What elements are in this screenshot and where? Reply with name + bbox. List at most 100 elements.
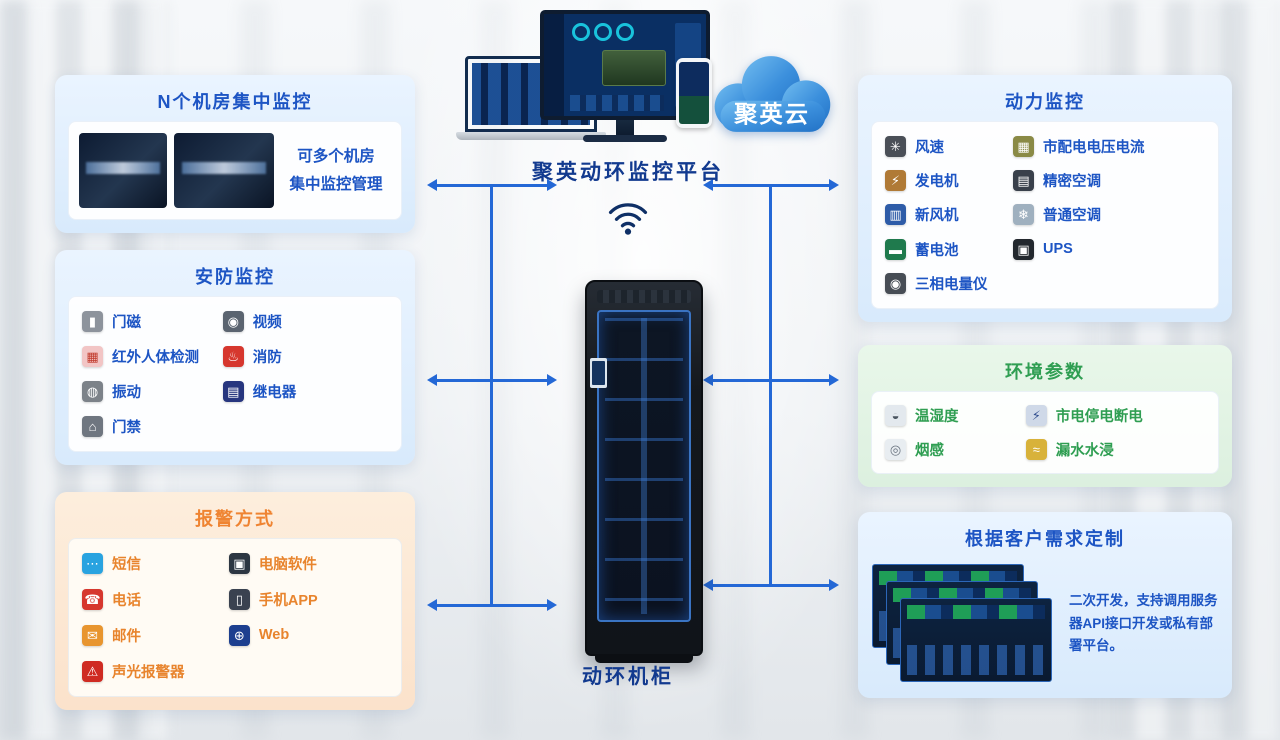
- power-content: ✳ 风速 ▦ 市配电电压电流 ⚡ 发电机 ▤: [871, 121, 1219, 309]
- list-item: ⋯ 短信: [82, 551, 229, 577]
- item-icon: ⚡: [1025, 405, 1047, 427]
- item-label: 振动: [112, 385, 141, 401]
- item-icon: ▥: [885, 204, 906, 226]
- list-item: ▣ 电脑软件: [228, 551, 388, 577]
- software-screenshot: [900, 598, 1052, 682]
- panel-title: 环境参数: [1005, 362, 1085, 382]
- list-item: ◒ 温湿度: [885, 403, 1026, 429]
- item-icon: ♨: [222, 346, 244, 367]
- panel-environment-parameters: 环境参数 ◒ 温湿度 ⚡ 市电停电断电 ◎ 烟感: [858, 345, 1232, 487]
- item-icon: ▦: [1013, 135, 1034, 157]
- item-icon: ▣: [1013, 238, 1034, 260]
- item-label: 市电停电断电: [1055, 409, 1143, 426]
- item-icon: ✳: [885, 135, 906, 157]
- list-item: ▦ 市配电电压电流: [1013, 133, 1205, 159]
- list-item: ▯ 手机APP: [228, 587, 388, 613]
- list-item: ♨ 消防: [222, 344, 388, 370]
- arrow-security-to-rack: [427, 374, 557, 386]
- list-item: ◉ 三相电量仪: [885, 271, 1013, 297]
- item-label: 普通空调: [1043, 208, 1101, 225]
- item-label: 短信: [112, 557, 141, 574]
- item-icon: ▯: [228, 589, 250, 611]
- custom-content: 二次开发，支持调用服务器API接口开发或私有部署平台。: [872, 560, 1218, 688]
- connector-line-right: [769, 184, 772, 587]
- list-item: ✉ 邮件: [82, 622, 229, 648]
- list-item: ▮ 门磁: [82, 309, 223, 335]
- arrow-rack-to-environment: [703, 374, 839, 386]
- software-screenshots: [872, 564, 1057, 684]
- background-glow: [380, 0, 900, 740]
- rooms-caption: 可多个机房 集中监控管理: [281, 143, 391, 199]
- item-label: 风速: [915, 139, 944, 156]
- item-icon: ⋯: [82, 553, 103, 575]
- item-label: 烟感: [915, 442, 944, 459]
- power-items: ✳ 风速 ▦ 市配电电压电流 ⚡ 发电机 ▤: [871, 121, 1219, 309]
- item-label: 电话: [112, 593, 141, 610]
- list-item: ⚠ 声光报警器: [82, 658, 229, 684]
- item-icon: ▤: [1013, 170, 1034, 192]
- list-item: ▦ 红外人体检测: [82, 344, 223, 370]
- item-label: 手机APP: [258, 593, 318, 610]
- list-item: ⚡ 发电机: [885, 168, 1013, 194]
- list-item: ▣ UPS: [1013, 236, 1205, 262]
- item-label: 视频: [252, 315, 282, 331]
- item-label: 红外人体检测: [112, 350, 199, 366]
- arrow-alarm-to-rack: [427, 599, 557, 611]
- item-label: 漏水水浸: [1055, 442, 1114, 459]
- item-icon: ✉: [82, 624, 103, 646]
- list-item: ⌂ 门禁: [82, 414, 223, 440]
- item-icon: ❄: [1013, 204, 1034, 226]
- item-label: 声光报警器: [112, 664, 185, 681]
- list-item: ⚡ 市电停电断电: [1025, 403, 1205, 429]
- list-item: ❄ 普通空调: [1013, 202, 1205, 228]
- rooms-content: 可多个机房 集中监控管理: [68, 121, 402, 220]
- item-label: 门磁: [112, 315, 141, 331]
- arrow-rack-to-custom: [703, 579, 839, 591]
- list-item: ☎ 电话: [82, 587, 229, 613]
- server-room-photo: [79, 133, 167, 208]
- item-icon: ◍: [82, 381, 103, 402]
- custom-description: 二次开发，支持调用服务器API接口开发或私有部署平台。: [1069, 592, 1218, 654]
- alarm-content: ⋯ 短信 ▣ 电脑软件 ☎ 电话 ▯ 手机AP: [68, 538, 402, 697]
- item-label: 发电机: [915, 174, 959, 191]
- environment-items: ◒ 温湿度 ⚡ 市电停电断电 ◎ 烟感 ≈ 漏: [871, 391, 1219, 474]
- panel-alarm-methods: 报警方式 ⋯ 短信 ▣ 电脑软件 ☎ 电话: [55, 492, 415, 710]
- list-item: ⊕ Web: [228, 622, 388, 648]
- item-icon: ⚠: [82, 660, 103, 682]
- environment-content: ◒ 温湿度 ⚡ 市电停电断电 ◎ 烟感 ≈ 漏: [871, 391, 1219, 474]
- list-item: ◍ 振动: [82, 379, 223, 405]
- item-label: Web: [258, 627, 290, 644]
- item-label: 门禁: [112, 420, 141, 436]
- item-label: 蓄电池: [915, 242, 959, 259]
- list-item: ◉ 视频: [222, 309, 388, 335]
- item-icon: ◉: [885, 273, 906, 295]
- item-icon: ≈: [1025, 438, 1047, 460]
- list-item: ▤ 继电器: [222, 379, 388, 405]
- item-label: 继电器: [252, 385, 297, 401]
- panel-title: N个机房集中监控: [157, 92, 313, 112]
- caption-line: 可多个机房: [297, 147, 375, 165]
- item-label: 新风机: [915, 208, 959, 225]
- item-label: 市配电电压电流: [1043, 139, 1145, 156]
- item-icon: ▣: [228, 553, 250, 575]
- item-icon: ▦: [82, 346, 103, 367]
- item-label: 电脑软件: [258, 557, 317, 574]
- item-label: 温湿度: [915, 409, 959, 426]
- panel-title: 报警方式: [195, 509, 275, 529]
- caption-line: 集中监控管理: [289, 175, 383, 193]
- item-icon: ▬: [885, 238, 906, 260]
- item-label: 精密空调: [1043, 174, 1101, 191]
- panel-customization: 根据客户需求定制 二次开发，支持调用服务器API接口开发或私有部署平台。: [858, 512, 1232, 698]
- item-label: 消防: [252, 350, 282, 366]
- item-icon: ◎: [885, 438, 906, 460]
- list-item: ◎ 烟感: [885, 436, 1026, 462]
- item-icon: ◒: [885, 405, 906, 427]
- panel-title: 安防监控: [195, 267, 275, 287]
- panel-power-monitoring: 动力监控 ✳ 风速 ▦ 市配电电压电流 ⚡ 发电机: [858, 75, 1232, 322]
- item-icon: ⌂: [82, 416, 103, 437]
- panel-security-monitoring: 安防监控 ▮ 门磁 ◉ 视频 ▦ 红外人体检测: [55, 250, 415, 465]
- item-icon: ▤: [222, 381, 244, 402]
- connector-line-left: [490, 184, 493, 607]
- server-room-photo: [174, 133, 274, 208]
